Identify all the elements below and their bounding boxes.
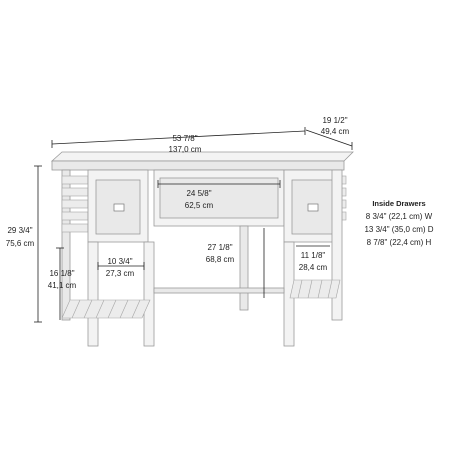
shelf-height-metric-label: 41,1 cm: [48, 281, 77, 290]
left-inner-leg: [143, 241, 155, 347]
desk-illustration: [50, 151, 354, 347]
height-metric-label: 75,6 cm: [6, 239, 35, 248]
inside-drawers-title: Inside Drawers: [372, 199, 425, 208]
right-bottom-shelf: [289, 279, 341, 299]
desk-top-surface: [50, 151, 354, 162]
side-opening-metric-label: 27,3 cm: [106, 269, 135, 278]
side-opening-imperial-label: 10 3/4": [107, 257, 132, 266]
right-drawer-handle-icon: [307, 203, 319, 212]
depth-imperial-label: 19 1/2": [322, 116, 347, 125]
dimension-labels: 53 7/8" 137,0 cm 19 1/2" 49,4 cm 29 3/4"…: [6, 116, 350, 290]
center-drawer-imperial-label: 24 5/8": [186, 189, 211, 198]
width-imperial-label: 53 7/8": [172, 134, 197, 143]
inside-drawers-panel: Inside Drawers 8 3/4" (22,1 cm) W 13 3/4…: [364, 199, 433, 247]
right-opening-imperial-label: 11 1/8": [301, 251, 326, 260]
left-drawer-handle-icon: [113, 203, 125, 212]
center-drawer-metric-label: 62,5 cm: [185, 201, 214, 210]
center-drawer-front: [159, 177, 279, 219]
dimension-lines: [34, 127, 353, 323]
right-opening-metric-label: 28,4 cm: [299, 263, 328, 272]
rear-stretcher: [153, 287, 285, 294]
width-metric-label: 137,0 cm: [169, 145, 202, 154]
center-rear-leg: [239, 225, 249, 311]
inside-drawers-width: 8 3/4" (22,1 cm) W: [366, 212, 433, 221]
right-front-leg: [331, 169, 343, 321]
depth-metric-label: 49,4 cm: [321, 127, 350, 136]
inside-drawers-depth: 13 3/4" (35,0 cm) D: [364, 225, 433, 234]
knee-height-imperial-label: 27 1/8": [207, 243, 232, 252]
left-bottom-shelf: [61, 299, 151, 319]
left-front-leg: [87, 241, 99, 347]
left-side-slats: [61, 175, 89, 233]
knee-height-metric-label: 68,8 cm: [206, 255, 235, 264]
desk-top-front-edge: [51, 160, 345, 171]
inside-drawers-height: 8 7/8" (22,4 cm) H: [367, 238, 432, 247]
shelf-height-imperial-label: 16 1/8": [49, 269, 74, 278]
height-imperial-label: 29 3/4": [7, 226, 32, 235]
left-rear-leg: [61, 169, 71, 321]
